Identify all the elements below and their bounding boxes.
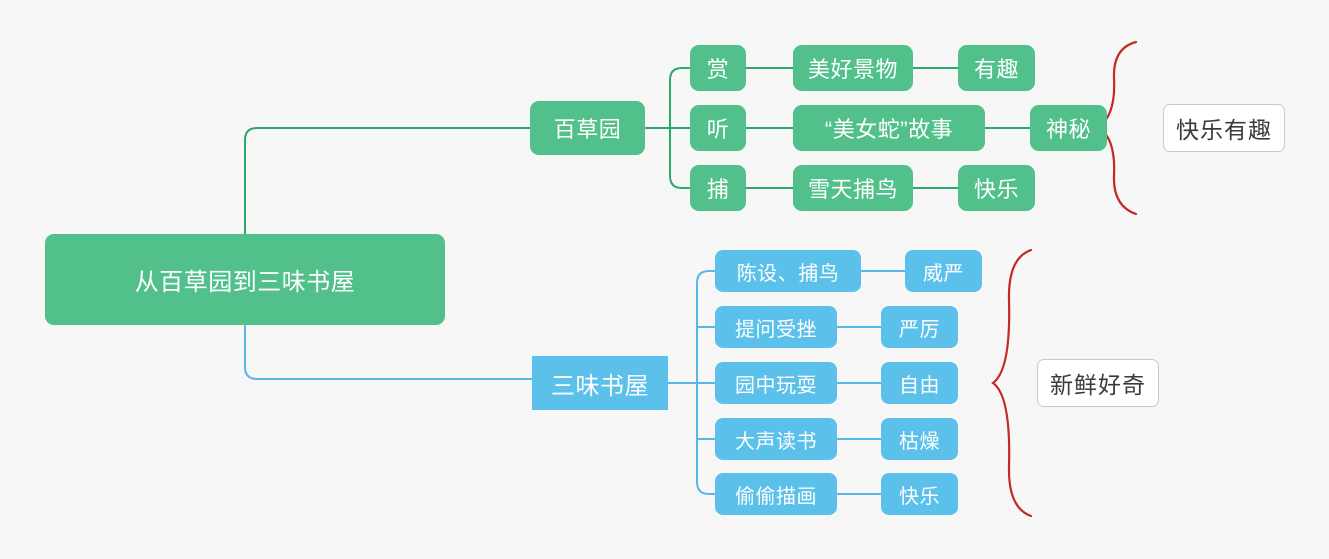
summary-label-baicaoyuan: 快乐有趣 — [1176, 117, 1272, 143]
green-row-3-feeling[interactable]: 快乐 — [958, 165, 1035, 211]
link-blue-row-1 — [696, 270, 715, 284]
green-row-3-action[interactable]: 捕 — [690, 165, 746, 211]
blue-row-1-detail-label: 陈设、捕鸟 — [736, 262, 840, 285]
blue-row-2-feeling-label: 严厉 — [899, 318, 940, 341]
link-root-to-sanweishuwu — [244, 325, 560, 380]
root-node[interactable]: 从百草园到三味书屋 — [45, 234, 445, 325]
green-row-1-detail[interactable]: 美好景物 — [793, 45, 913, 91]
branch-node-sanweishuwu[interactable]: 三味书屋 — [532, 356, 668, 410]
root-node-label: 从百草园到三味书屋 — [134, 269, 356, 296]
blue-row-3-detail[interactable]: 园中玩耍 — [715, 362, 837, 404]
green-row-2-detail-label: “美女蛇”故事 — [824, 117, 954, 142]
green-row-3-detail-label: 雪天捕鸟 — [807, 177, 898, 202]
summary-label-sanweishuwu: 新鲜好奇 — [1050, 372, 1146, 398]
green-row-3-detail[interactable]: 雪天捕鸟 — [793, 165, 913, 211]
green-row-1-feeling[interactable]: 有趣 — [958, 45, 1035, 91]
green-row-2-action[interactable]: 听 — [690, 105, 746, 151]
green-row-2-feeling[interactable]: 神秘 — [1030, 105, 1107, 151]
green-row-2-detail[interactable]: “美女蛇”故事 — [793, 105, 985, 151]
green-row-1-action[interactable]: 赏 — [690, 45, 746, 91]
branch-label-sanweishuwu: 三味书屋 — [551, 372, 649, 400]
blue-row-3-feeling[interactable]: 自由 — [881, 362, 958, 404]
summary-box-baicaoyuan[interactable]: 快乐有趣 — [1163, 104, 1285, 152]
green-row-3-action-label: 捕 — [706, 177, 730, 202]
green-row-2-feeling-label: 神秘 — [1045, 117, 1091, 142]
blue-row-2-detail-label: 提问受挫 — [735, 318, 817, 341]
brace-sanweishuwu — [991, 248, 1033, 518]
green-row-3-feeling-label: 快乐 — [973, 177, 1019, 202]
blue-row-3-feeling-label: 自由 — [899, 374, 940, 397]
blue-row-1-detail[interactable]: 陈设、捕鸟 — [715, 250, 861, 292]
blue-row-4-detail-label: 大声读书 — [735, 430, 817, 453]
blue-row-5-detail-label: 偷偷描画 — [735, 485, 817, 508]
blue-row-1-feeling-label: 威严 — [923, 262, 964, 285]
blue-row-1-feeling[interactable]: 威严 — [905, 250, 982, 292]
green-row-1-feeling-label: 有趣 — [973, 57, 1019, 82]
blue-row-4-feeling-label: 枯燥 — [899, 430, 940, 453]
green-row-2-action-label: 听 — [706, 117, 730, 142]
blue-row-5-feeling-label: 快乐 — [899, 485, 940, 508]
blue-row-3-detail-label: 园中玩耍 — [735, 374, 817, 397]
blue-row-5-feeling[interactable]: 快乐 — [881, 473, 958, 515]
green-row-1-action-label: 赏 — [706, 57, 730, 82]
link-blue-row-5 — [696, 481, 715, 495]
green-row-1-detail-label: 美好景物 — [807, 57, 898, 82]
blue-row-2-detail[interactable]: 提问受挫 — [715, 306, 837, 348]
blue-row-4-detail[interactable]: 大声读书 — [715, 418, 837, 460]
summary-box-sanweishuwu[interactable]: 新鲜好奇 — [1037, 359, 1159, 407]
blue-row-2-feeling[interactable]: 严厉 — [881, 306, 958, 348]
blue-row-4-feeling[interactable]: 枯燥 — [881, 418, 958, 460]
branch-node-baicaoyuan[interactable]: 百草园 — [530, 101, 645, 155]
blue-row-5-detail[interactable]: 偷偷描画 — [715, 473, 837, 515]
link-green-row-1 — [669, 67, 690, 81]
branch-label-baicaoyuan: 百草园 — [553, 117, 622, 142]
link-green-row-3 — [669, 175, 690, 189]
